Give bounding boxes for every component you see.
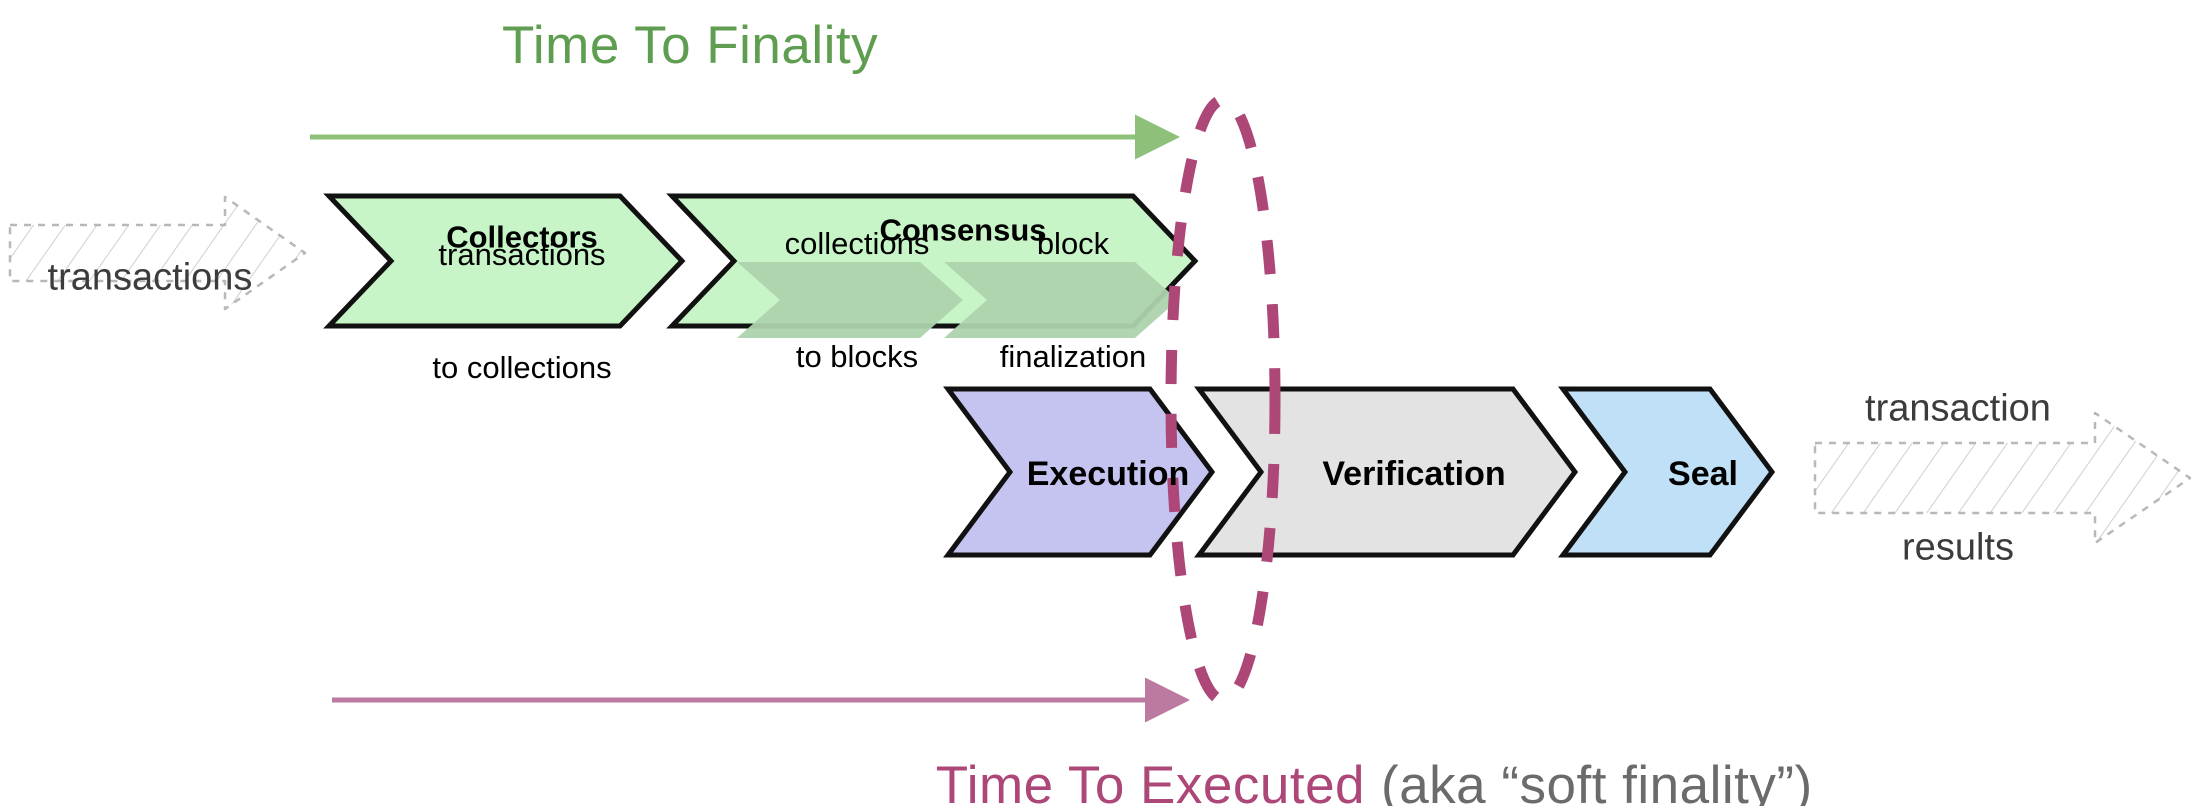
output-label-line-1: transaction — [1865, 387, 2051, 430]
input-label-transactions: transactions — [47, 256, 253, 299]
substage-label-block-finalization: block finalization — [928, 149, 1218, 452]
page-title-time-to-executed: Time To Executed (aka “soft finality”) — [918, 738, 1813, 806]
stage-shape-execution[interactable] — [943, 386, 1216, 558]
output-label-transaction-results: transaction results — [1788, 293, 2128, 664]
stage-label-verification: Verification — [1322, 454, 1506, 493]
substage-label-collections-to-blocks: collections to blocks — [717, 149, 997, 452]
dashed-ellipse-finality-boundary — [1165, 94, 1281, 706]
time-to-executed-primary: Time To Executed — [935, 755, 1366, 806]
collectors-sub-line-1: transactions — [438, 236, 606, 272]
output-label-line-2: results — [1902, 526, 2014, 569]
collectors-sub-line-2: to collections — [432, 349, 612, 385]
substage-shape-collections-to-blocks[interactable] — [737, 262, 963, 338]
ghost-input-arrow — [8, 195, 307, 311]
stage-label-collectors: Collectors — [446, 219, 598, 255]
ghost-output-arrow — [1813, 411, 2192, 545]
stage-shape-collectors[interactable] — [323, 193, 686, 329]
substage-shape-block-finalization[interactable] — [944, 262, 1178, 338]
stage-shape-seal[interactable] — [1558, 386, 1776, 558]
block-finalization-line-2: finalization — [999, 338, 1147, 374]
stage-label-execution: Execution — [1026, 454, 1190, 493]
block-finalization-line-1: block — [1036, 225, 1110, 261]
stage-label-consensus: Consensus — [879, 212, 1047, 248]
stage-label-seal: Seal — [1668, 454, 1738, 493]
collections-to-blocks-line-1: collections — [784, 225, 930, 261]
page-title-time-to-finality: Time To Finality — [502, 16, 879, 75]
stage-sublabel-collectors: transactions to collections — [332, 160, 712, 463]
stage-shape-verification[interactable] — [1194, 386, 1579, 558]
time-to-executed-secondary: (aka “soft finality”) — [1381, 755, 1813, 806]
collections-to-blocks-line-2: to blocks — [795, 338, 919, 374]
